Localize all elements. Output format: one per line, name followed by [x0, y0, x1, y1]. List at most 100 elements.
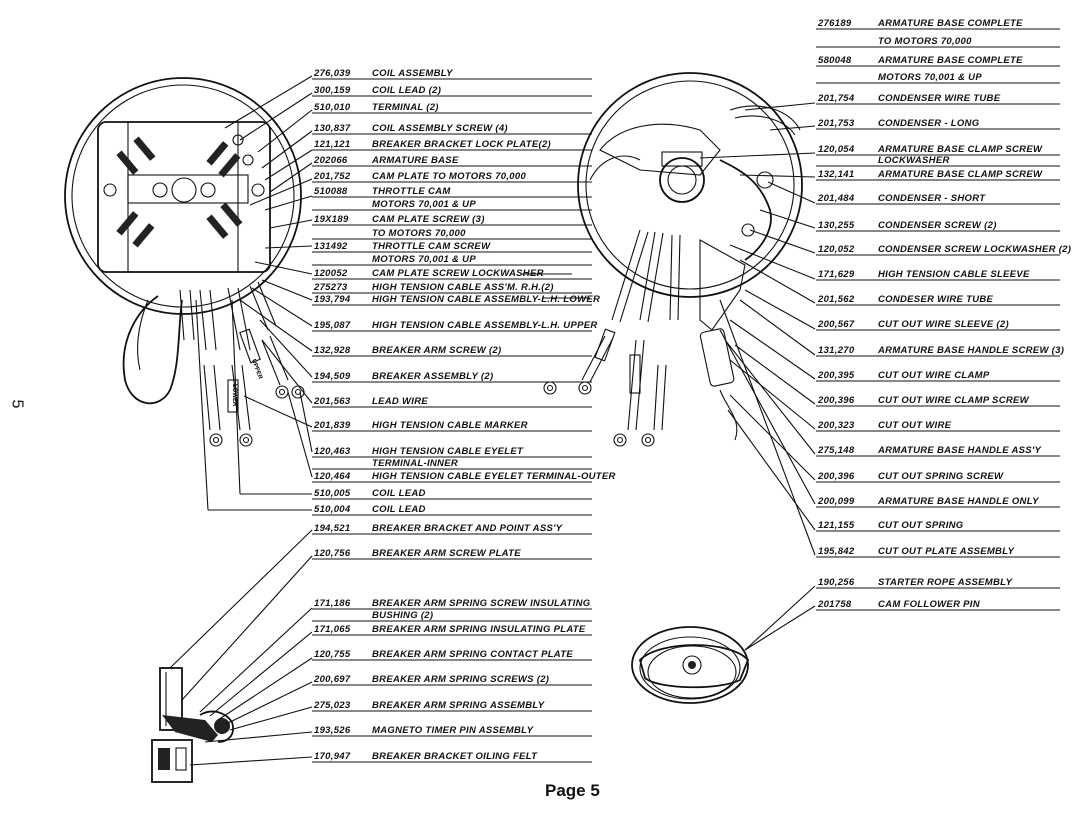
- part-description: LEAD WIRE: [372, 396, 428, 407]
- part-number: 190,256: [818, 577, 855, 588]
- part-number: 201,484: [817, 193, 855, 204]
- part-description: TERMINAL-INNER: [372, 458, 458, 469]
- part-number: 195,087: [314, 320, 351, 331]
- part-description: HIGH TENSION CABLE MARKER: [372, 420, 528, 431]
- sticker-upper: UPPER: [250, 359, 263, 381]
- part-description: CONDENSER - SHORT: [878, 193, 986, 204]
- part-description: CUT OUT PLATE ASSEMBLY: [878, 546, 1016, 557]
- part-number: 202066: [313, 155, 348, 166]
- part-description: THROTTLE CAM SCREW: [372, 241, 491, 252]
- part-number: 275273: [313, 282, 348, 293]
- right-part-label-row: 200,323 CUT OUT WIRE: [816, 420, 1060, 432]
- right-part-label-row: LOCKWASHER: [816, 155, 1060, 167]
- part-description: MOTORS 70,001 & UP: [372, 254, 476, 265]
- part-number: 275,148: [817, 445, 855, 456]
- part-number: 194,521: [314, 523, 350, 534]
- right-part-label-row: 201,484 CONDENSER - SHORT: [816, 193, 1060, 205]
- left-part-label-row: 131492 THROTTLE CAM SCREW: [312, 241, 592, 253]
- left-armature-drawing: UPPER LOWER: [64, 77, 305, 447]
- part-description: BREAKER BRACKET LOCK PLATE(2): [372, 139, 551, 150]
- part-description: ARMATURE BASE HANDLE ONLY: [877, 496, 1040, 507]
- left-part-label-row: 195,087 HIGH TENSION CABLE ASSEMBLY-L.H. …: [312, 320, 598, 332]
- part-number: 132,928: [314, 345, 351, 356]
- right-part-label-row: 200,567 CUT OUT WIRE SLEEVE (2): [816, 319, 1060, 331]
- part-description: BREAKER ARM SPRING CONTACT PLATE: [372, 649, 573, 660]
- part-description: TO MOTORS 70,000: [372, 228, 466, 239]
- part-description: CAM FOLLOWER PIN: [878, 599, 981, 610]
- right-part-label-row: MOTORS 70,001 & UP: [816, 72, 1060, 84]
- part-description: ARMATURE BASE CLAMP SCREW: [877, 169, 1043, 180]
- part-description: CONDESER WIRE TUBE: [878, 294, 994, 305]
- part-number: 510,010: [314, 102, 351, 113]
- part-description: CUT OUT WIRE CLAMP SCREW: [878, 395, 1030, 406]
- part-number: 130,837: [314, 123, 351, 134]
- part-number: 200,396: [817, 395, 855, 406]
- part-number: 120,755: [314, 649, 351, 660]
- part-number: 120,054: [818, 144, 855, 155]
- part-number: 276189: [817, 18, 852, 29]
- part-number: 130,255: [818, 220, 855, 231]
- part-description: CAM PLATE SCREW LOCKWASHER: [372, 268, 544, 279]
- starter-rope-drawing: [631, 626, 750, 704]
- leader-lines: [169, 75, 816, 766]
- part-description: CUT OUT WIRE SLEEVE (2): [878, 319, 1009, 330]
- part-description: LOCKWASHER: [878, 155, 950, 166]
- part-number: 131,270: [818, 345, 855, 356]
- left-part-label-row: 120,755 BREAKER ARM SPRING CONTACT PLATE: [312, 649, 592, 661]
- left-part-label-row: 120,756 BREAKER ARM SCREW PLATE: [312, 548, 592, 560]
- part-number: 121,155: [818, 520, 855, 531]
- part-number: 120,052: [818, 244, 855, 255]
- part-description: CONDENSER WIRE TUBE: [878, 93, 1001, 104]
- part-description: CUT OUT WIRE: [878, 420, 952, 431]
- part-number: 193,794: [314, 294, 351, 305]
- part-number: 200,567: [817, 319, 855, 330]
- part-number: 120,756: [314, 548, 351, 559]
- part-description: HIGH TENSION CABLE ASSEMBLY-L.H. UPPER: [372, 320, 598, 331]
- part-number: 276,039: [313, 68, 351, 79]
- part-description: CUT OUT SPRING: [878, 520, 964, 531]
- part-number: 131492: [314, 241, 348, 252]
- right-part-label-row: 120,052 CONDENSER SCREW LOCKWASHER (2): [816, 244, 1071, 256]
- part-description: BREAKER ASSEMBLY (2): [372, 371, 493, 382]
- part-number: 200,323: [817, 420, 855, 431]
- part-number: 200,697: [313, 674, 351, 685]
- part-number: 300,159: [314, 85, 351, 96]
- part-number: 201,752: [313, 171, 351, 182]
- right-part-label-row: 200,396 CUT OUT WIRE CLAMP SCREW: [816, 395, 1060, 407]
- part-number: 275,023: [313, 700, 351, 711]
- part-description: HIGH TENSION CABLE EYELET: [372, 446, 524, 457]
- part-description: ARMATURE BASE: [371, 155, 459, 166]
- part-description: ARMATURE BASE CLAMP SCREW: [877, 144, 1043, 155]
- part-number: 171,629: [818, 269, 855, 280]
- part-number: 121,121: [314, 139, 350, 150]
- part-description: STARTER ROPE ASSEMBLY: [878, 577, 1014, 588]
- left-part-label-row: TERMINAL-INNER: [312, 458, 592, 470]
- part-number: 201,562: [817, 294, 855, 305]
- part-description: BREAKER ARM SCREW PLATE: [372, 548, 521, 559]
- part-description: CONDENSER SCREW LOCKWASHER (2): [878, 244, 1071, 255]
- sticker-lower: LOWER: [231, 384, 237, 407]
- part-description: ARMATURE BASE HANDLE ASS'Y: [877, 445, 1042, 456]
